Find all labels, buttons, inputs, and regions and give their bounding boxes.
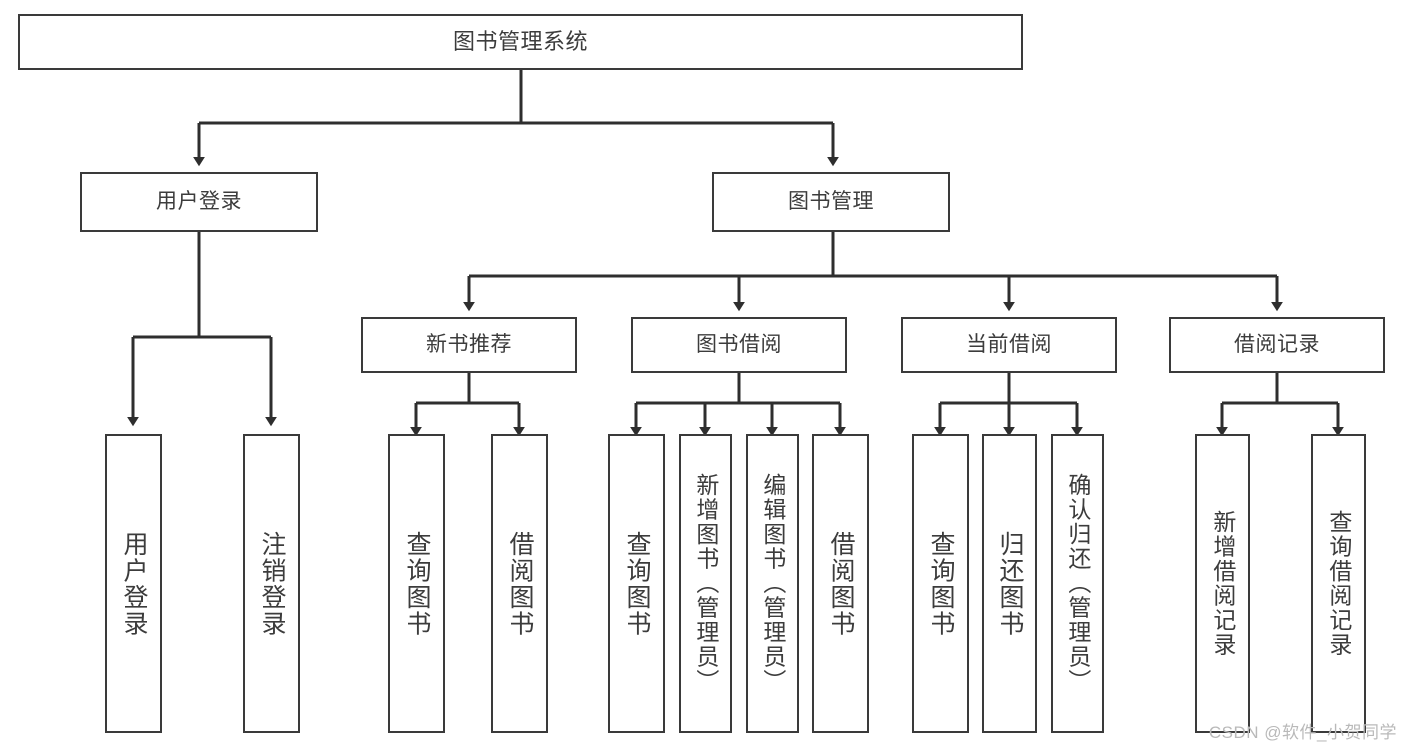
node-label: 借阅图书 [506, 530, 534, 637]
node-user-login[interactable]: 用户登录 [80, 172, 318, 232]
node-leaf-user-login[interactable]: 用户登录 [105, 434, 162, 733]
node-leaf-logout-login[interactable]: 注销登录 [243, 434, 300, 733]
node-label: 查询图书 [403, 530, 431, 637]
node-label: 确认归还（管理员） [1064, 473, 1091, 694]
node-label: 借阅图书 [827, 530, 855, 637]
node-label: 新增图书（管理员） [692, 473, 719, 694]
node-label: 当前借阅 [966, 332, 1052, 356]
node-root-book-management-system[interactable]: 图书管理系统 [18, 14, 1023, 70]
node-label: 用户登录 [120, 530, 148, 637]
node-label: 新增借阅记录 [1209, 510, 1236, 657]
node-label: 借阅记录 [1234, 332, 1320, 356]
node-label: 查询图书 [927, 530, 955, 637]
node-label: 归还图书 [996, 530, 1024, 637]
node-leaf-query-borrow-record[interactable]: 查询借阅记录 [1311, 434, 1366, 733]
node-leaf-confirm-return[interactable]: 确认归还（管理员） [1051, 434, 1104, 733]
node-current-borrow[interactable]: 当前借阅 [901, 317, 1117, 373]
node-leaf-borrow-book-2[interactable]: 借阅图书 [812, 434, 869, 733]
node-label: 查询图书 [623, 530, 651, 637]
node-leaf-add-book[interactable]: 新增图书（管理员） [679, 434, 732, 733]
node-label: 用户登录 [156, 189, 242, 213]
node-label: 编辑图书（管理员） [759, 473, 786, 694]
node-leaf-query-book-3[interactable]: 查询图书 [912, 434, 969, 733]
node-label: 注销登录 [258, 530, 286, 637]
node-borrow-record[interactable]: 借阅记录 [1169, 317, 1385, 373]
node-book-borrow[interactable]: 图书借阅 [631, 317, 847, 373]
node-label: 图书管理 [788, 189, 874, 213]
node-label: 查询借阅记录 [1325, 510, 1352, 657]
node-leaf-borrow-book-1[interactable]: 借阅图书 [491, 434, 548, 733]
node-label: 新书推荐 [426, 332, 512, 356]
node-leaf-query-book-2[interactable]: 查询图书 [608, 434, 665, 733]
node-book-management[interactable]: 图书管理 [712, 172, 950, 232]
node-leaf-edit-book[interactable]: 编辑图书（管理员） [746, 434, 799, 733]
node-leaf-query-book-1[interactable]: 查询图书 [388, 434, 445, 733]
node-label: 图书借阅 [696, 332, 782, 356]
node-leaf-add-borrow-record[interactable]: 新增借阅记录 [1195, 434, 1250, 733]
node-label: 图书管理系统 [452, 29, 588, 55]
node-leaf-return-book[interactable]: 归还图书 [982, 434, 1037, 733]
node-new-book-recommend[interactable]: 新书推荐 [361, 317, 577, 373]
